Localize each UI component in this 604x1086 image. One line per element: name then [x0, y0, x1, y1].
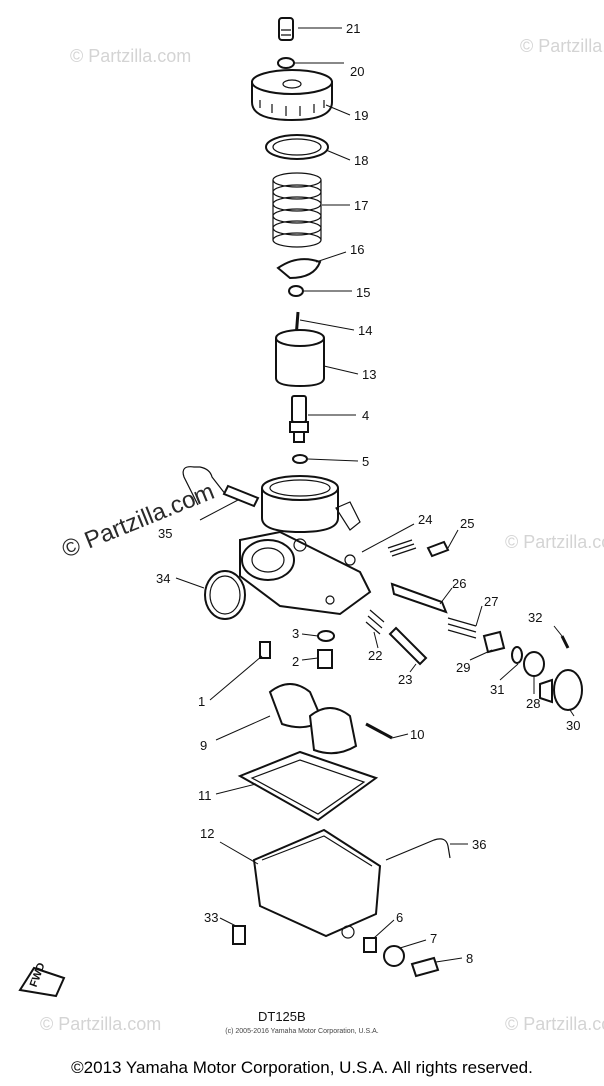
- part-4-needle-jet: [289, 395, 309, 443]
- part-11-gasket: [237, 750, 379, 822]
- label-29: 29: [456, 660, 470, 675]
- watermark: © Partzilla.com: [505, 1014, 604, 1034]
- label-2: 2: [292, 654, 299, 669]
- label-3: 3: [292, 626, 299, 641]
- part-15-clip: [288, 285, 304, 297]
- label-14: 14: [358, 323, 372, 338]
- diagram-copyright: (c) 2005-2016 Yamaha Motor Corporation, …: [225, 1028, 379, 1035]
- label-13: 13: [362, 367, 376, 382]
- label-25: 25: [460, 516, 474, 531]
- part-1-pilot-jet: [259, 641, 271, 659]
- label-20: 20: [350, 64, 364, 79]
- part-3-washer: [317, 630, 335, 642]
- label-4: 4: [362, 408, 369, 423]
- part-13-throttle-valve: [275, 329, 325, 388]
- label-30: 30: [566, 718, 580, 733]
- label-22: 22: [368, 648, 382, 663]
- part-17-spring: [272, 172, 322, 248]
- part-31-ring: [511, 646, 523, 664]
- part-10-float-pin: [365, 722, 393, 740]
- part-9-float: [268, 683, 358, 755]
- part-26-adjuster: [390, 582, 448, 614]
- label-33: 33: [204, 910, 218, 925]
- part-35-vent-tube: [182, 466, 227, 506]
- watermark: © Partzilla.com: [70, 46, 191, 66]
- label-15: 15: [356, 285, 370, 300]
- part-30-plunger: [539, 669, 583, 711]
- label-16: 16: [350, 242, 364, 257]
- part-34-gasket: [204, 570, 246, 620]
- fwd-direction-marker: FWD: [18, 961, 66, 998]
- label-24: 24: [418, 512, 432, 527]
- part-33-screw: [232, 925, 246, 945]
- label-1: 1: [198, 694, 205, 709]
- part-22-spring: [365, 609, 385, 635]
- part-8-bolt: [410, 956, 440, 978]
- part-12-float-chamber: [252, 828, 382, 939]
- leader-lines: [175, 27, 575, 963]
- label-23: 23: [398, 672, 412, 687]
- label-36: 36: [472, 837, 486, 852]
- label-5: 5: [362, 454, 369, 469]
- label-9: 9: [200, 738, 207, 753]
- part-7-washer: [383, 945, 405, 967]
- part-19-cap: [251, 69, 333, 122]
- watermark: © Partzilla.com: [505, 532, 604, 552]
- label-27: 27: [484, 594, 498, 609]
- label-35: 35: [158, 526, 172, 541]
- part-23-screw: [388, 626, 428, 666]
- model-code: DT125B: [258, 1009, 306, 1024]
- label-26: 26: [452, 576, 466, 591]
- label-18: 18: [354, 153, 368, 168]
- label-8: 8: [466, 951, 473, 966]
- part-28-nut: [523, 651, 545, 677]
- label-10: 10: [410, 727, 424, 742]
- part-16-plate: [276, 258, 322, 280]
- part-labels: 21 20 19 18 17 16 15 14 13 4 5 35 34 24 …: [156, 21, 580, 966]
- label-31: 31: [490, 682, 504, 697]
- part-25-screw: [426, 540, 450, 558]
- part-2-main-jet: [317, 649, 333, 669]
- part-20-nut: [277, 57, 295, 69]
- label-28: 28: [526, 696, 540, 711]
- label-17: 17: [354, 198, 368, 213]
- part-29-nut: [482, 630, 506, 654]
- watermark: © Partzilla.com: [40, 1014, 161, 1034]
- part-27-spring: [447, 617, 477, 639]
- part-6-fitting: [363, 937, 377, 953]
- label-12: 12: [200, 826, 214, 841]
- part-36-drain-tube: [385, 838, 451, 861]
- footer-copyright: ©2013 Yamaha Motor Corporation, U.S.A. A…: [71, 1058, 533, 1077]
- part-5-oring: [292, 454, 308, 464]
- label-6: 6: [396, 910, 403, 925]
- label-7: 7: [430, 931, 437, 946]
- label-34: 34: [156, 571, 170, 586]
- part-21-fitting: [278, 17, 294, 41]
- carburetor-body: [239, 475, 372, 616]
- label-11: 11: [198, 788, 212, 803]
- part-32-pin: [560, 635, 570, 649]
- label-32: 32: [528, 610, 542, 625]
- watermark: © Partzilla.com: [520, 36, 604, 56]
- part-24-spring: [387, 539, 417, 557]
- watermark: © Partzilla.com: [58, 478, 218, 564]
- label-19: 19: [354, 108, 368, 123]
- label-21: 21: [346, 21, 360, 36]
